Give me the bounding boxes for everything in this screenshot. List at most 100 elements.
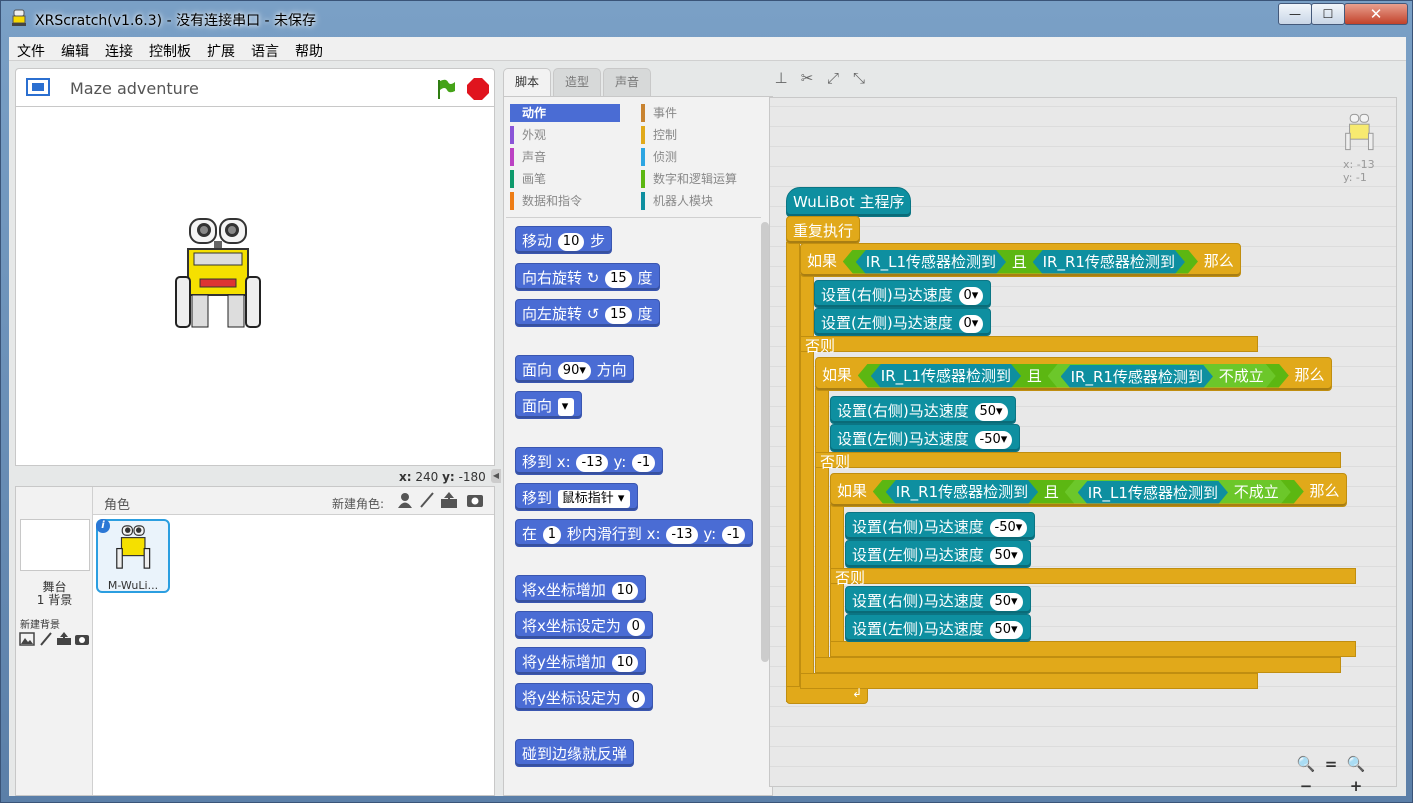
ir-r1-sensor[interactable]: IR_R1传感器检测到 xyxy=(1033,250,1185,274)
degrees-input[interactable]: 15 xyxy=(605,305,632,324)
block-point-direction[interactable]: 面向 90▾ 方向 xyxy=(515,355,634,383)
block-set-right-motor[interactable]: 设置(右侧)马达速度 50▾ xyxy=(830,396,1016,424)
block-set-y[interactable]: 将y坐标设定为 0 xyxy=(515,683,653,711)
category-pen[interactable]: 画笔 xyxy=(510,170,620,188)
upload-backdrop-icon[interactable] xyxy=(56,632,72,646)
tab-costumes[interactable]: 造型 xyxy=(553,68,601,96)
block-turn-left[interactable]: 向左旋转 ↺ 15 度 xyxy=(515,299,660,327)
stage-thumbnail[interactable] xyxy=(20,519,90,571)
category-robot[interactable]: 机器人模块 xyxy=(641,192,751,210)
category-data[interactable]: 数据和指令 xyxy=(510,192,620,210)
block-set-x[interactable]: 将x坐标设定为 0 xyxy=(515,611,653,639)
script-area[interactable]: x: -13 y: -1 WuLiBot 主程序 重复执行 如果 IR_L1传感… xyxy=(769,97,1397,795)
category-operators[interactable]: 数字和逻辑运算 xyxy=(641,170,751,188)
camera-sprite-icon[interactable] xyxy=(466,491,484,509)
and-operator[interactable]: IR_R1传感器检测到 且 IR_L1传感器检测到 不成立 xyxy=(873,480,1304,504)
sprite-library-icon[interactable] xyxy=(396,491,414,509)
sprite-tile[interactable]: i M-WuLi... xyxy=(96,519,170,593)
camera-backdrop-icon[interactable] xyxy=(74,632,90,646)
wulibot-sprite[interactable] xyxy=(174,217,266,329)
block-if-else-2[interactable]: 如果 IR_L1传感器检测到 且 IR_R1传感器检测到 不成立 那么 xyxy=(815,357,1332,391)
block-set-left-motor[interactable]: 设置(左侧)马达速度 0▾ xyxy=(814,308,992,336)
collapse-stage-arrow-icon[interactable]: ◀ xyxy=(491,469,501,483)
green-flag-icon[interactable] xyxy=(434,77,458,101)
block-if-else-1[interactable]: 如果 IR_L1传感器检测到 且 IR_R1传感器检测到 那么 xyxy=(800,243,1241,277)
category-motion[interactable]: 动作 xyxy=(510,104,620,122)
y-input[interactable]: -1 xyxy=(632,453,656,472)
project-title[interactable]: Maze adventure xyxy=(70,79,199,98)
category-events[interactable]: 事件 xyxy=(641,104,751,122)
zoom-in-icon[interactable]: 🔍+ xyxy=(1346,755,1366,795)
block-change-y[interactable]: 将y坐标增加 10 xyxy=(515,647,647,675)
block-set-right-motor[interactable]: 设置(右侧)马达速度 0▾ xyxy=(814,280,992,308)
degrees-input[interactable]: 15 xyxy=(605,269,632,288)
and-operator[interactable]: IR_L1传感器检测到 且 IR_R1传感器检测到 xyxy=(843,250,1198,274)
paint-sprite-icon[interactable] xyxy=(418,491,436,509)
stop-icon[interactable] xyxy=(466,77,490,101)
block-change-x[interactable]: 将x坐标增加 10 xyxy=(515,575,647,603)
block-turn-right[interactable]: 向右旋转 ↻ 15 度 xyxy=(515,263,660,291)
speed-dropdown[interactable]: 0▾ xyxy=(958,286,984,305)
menu-connect[interactable]: 连接 xyxy=(105,44,133,60)
zoom-reset-icon[interactable]: = xyxy=(1324,755,1338,773)
ir-r1-sensor[interactable]: IR_R1传感器检测到 xyxy=(886,480,1038,504)
delete-cut-icon[interactable]: ✂ xyxy=(800,69,814,87)
tab-sounds[interactable]: 声音 xyxy=(603,68,651,96)
speed-dropdown[interactable]: -50▾ xyxy=(989,518,1028,537)
ir-l1-sensor[interactable]: IR_L1传感器检测到 xyxy=(1078,481,1228,505)
value-input[interactable]: 0 xyxy=(626,617,645,636)
block-if-else-3[interactable]: 如果 IR_R1传感器检测到 且 IR_L1传感器检测到 不成立 那么 xyxy=(830,473,1347,507)
close-button[interactable]: ✕ xyxy=(1344,3,1408,25)
minimize-button[interactable]: — xyxy=(1278,3,1312,25)
speed-dropdown[interactable]: 50▾ xyxy=(989,620,1023,639)
ir-r1-sensor[interactable]: IR_R1传感器检测到 xyxy=(1061,365,1213,389)
speed-dropdown[interactable]: 50▾ xyxy=(974,402,1008,421)
zoom-out-icon[interactable]: 🔍− xyxy=(1296,755,1316,795)
palette-scrollbar[interactable] xyxy=(761,222,769,662)
value-input[interactable]: 0 xyxy=(626,689,645,708)
not-operator[interactable]: IR_R1传感器检测到 不成立 xyxy=(1048,364,1276,388)
stamp-icon[interactable]: ⊥ xyxy=(774,69,788,87)
x-input[interactable]: -13 xyxy=(666,525,698,544)
speed-dropdown[interactable]: 50▾ xyxy=(989,592,1023,611)
goto-dropdown[interactable]: 鼠标指针 ▾ xyxy=(557,489,631,508)
menu-board[interactable]: 控制板 xyxy=(149,44,191,60)
menu-help[interactable]: 帮助 xyxy=(295,44,323,60)
secs-input[interactable]: 1 xyxy=(542,525,562,544)
category-looks[interactable]: 外观 xyxy=(510,126,620,144)
menu-edit[interactable]: 编辑 xyxy=(61,44,89,60)
ir-l1-sensor[interactable]: IR_L1传感器检测到 xyxy=(871,364,1021,388)
block-set-left-motor[interactable]: 设置(左侧)马达速度 50▾ xyxy=(845,614,1031,642)
tab-scripts[interactable]: 脚本 xyxy=(503,68,551,98)
and-operator[interactable]: IR_L1传感器检测到 且 IR_R1传感器检测到 不成立 xyxy=(858,364,1289,388)
block-forever[interactable]: 重复执行 xyxy=(786,216,861,244)
steps-input[interactable]: 10 xyxy=(557,232,585,251)
shrink-icon[interactable]: ⤡ xyxy=(852,69,865,87)
towards-dropdown[interactable]: ▾ xyxy=(557,397,575,416)
block-goto-xy[interactable]: 移到 x: -13 y: -1 xyxy=(515,447,664,475)
block-set-left-motor[interactable]: 设置(左侧)马达速度 50▾ xyxy=(845,540,1031,568)
block-point-towards[interactable]: 面向 ▾ xyxy=(515,391,583,419)
not-operator[interactable]: IR_L1传感器检测到 不成立 xyxy=(1065,480,1291,504)
value-input[interactable]: 10 xyxy=(611,581,639,600)
y-input[interactable]: -1 xyxy=(721,525,745,544)
grow-icon[interactable]: ⤢ xyxy=(826,69,839,87)
value-input[interactable]: 10 xyxy=(611,653,639,672)
category-sound[interactable]: 声音 xyxy=(510,148,620,166)
ir-l1-sensor[interactable]: IR_L1传感器检测到 xyxy=(856,250,1006,274)
stage-canvas[interactable] xyxy=(15,106,495,466)
paint-backdrop-icon[interactable] xyxy=(38,632,54,646)
block-bounce[interactable]: 碰到边缘就反弹 xyxy=(515,739,635,767)
block-move-steps[interactable]: 移动 10 步 xyxy=(515,226,613,254)
block-goto[interactable]: 移到 鼠标指针 ▾ xyxy=(515,483,639,511)
maximize-button[interactable]: ☐ xyxy=(1311,3,1345,25)
block-wulibot-main-hat[interactable]: WuLiBot 主程序 xyxy=(786,187,912,217)
speed-dropdown[interactable]: -50▾ xyxy=(974,430,1013,449)
block-glide[interactable]: 在 1 秒内滑行到 x: -13 y: -1 xyxy=(515,519,753,547)
category-sensing[interactable]: 侦测 xyxy=(641,148,751,166)
menu-language[interactable]: 语言 xyxy=(251,44,279,60)
menu-file[interactable]: 文件 xyxy=(17,44,45,60)
direction-dropdown[interactable]: 90▾ xyxy=(557,361,591,380)
speed-dropdown[interactable]: 0▾ xyxy=(958,314,984,333)
menu-extensions[interactable]: 扩展 xyxy=(207,44,235,60)
